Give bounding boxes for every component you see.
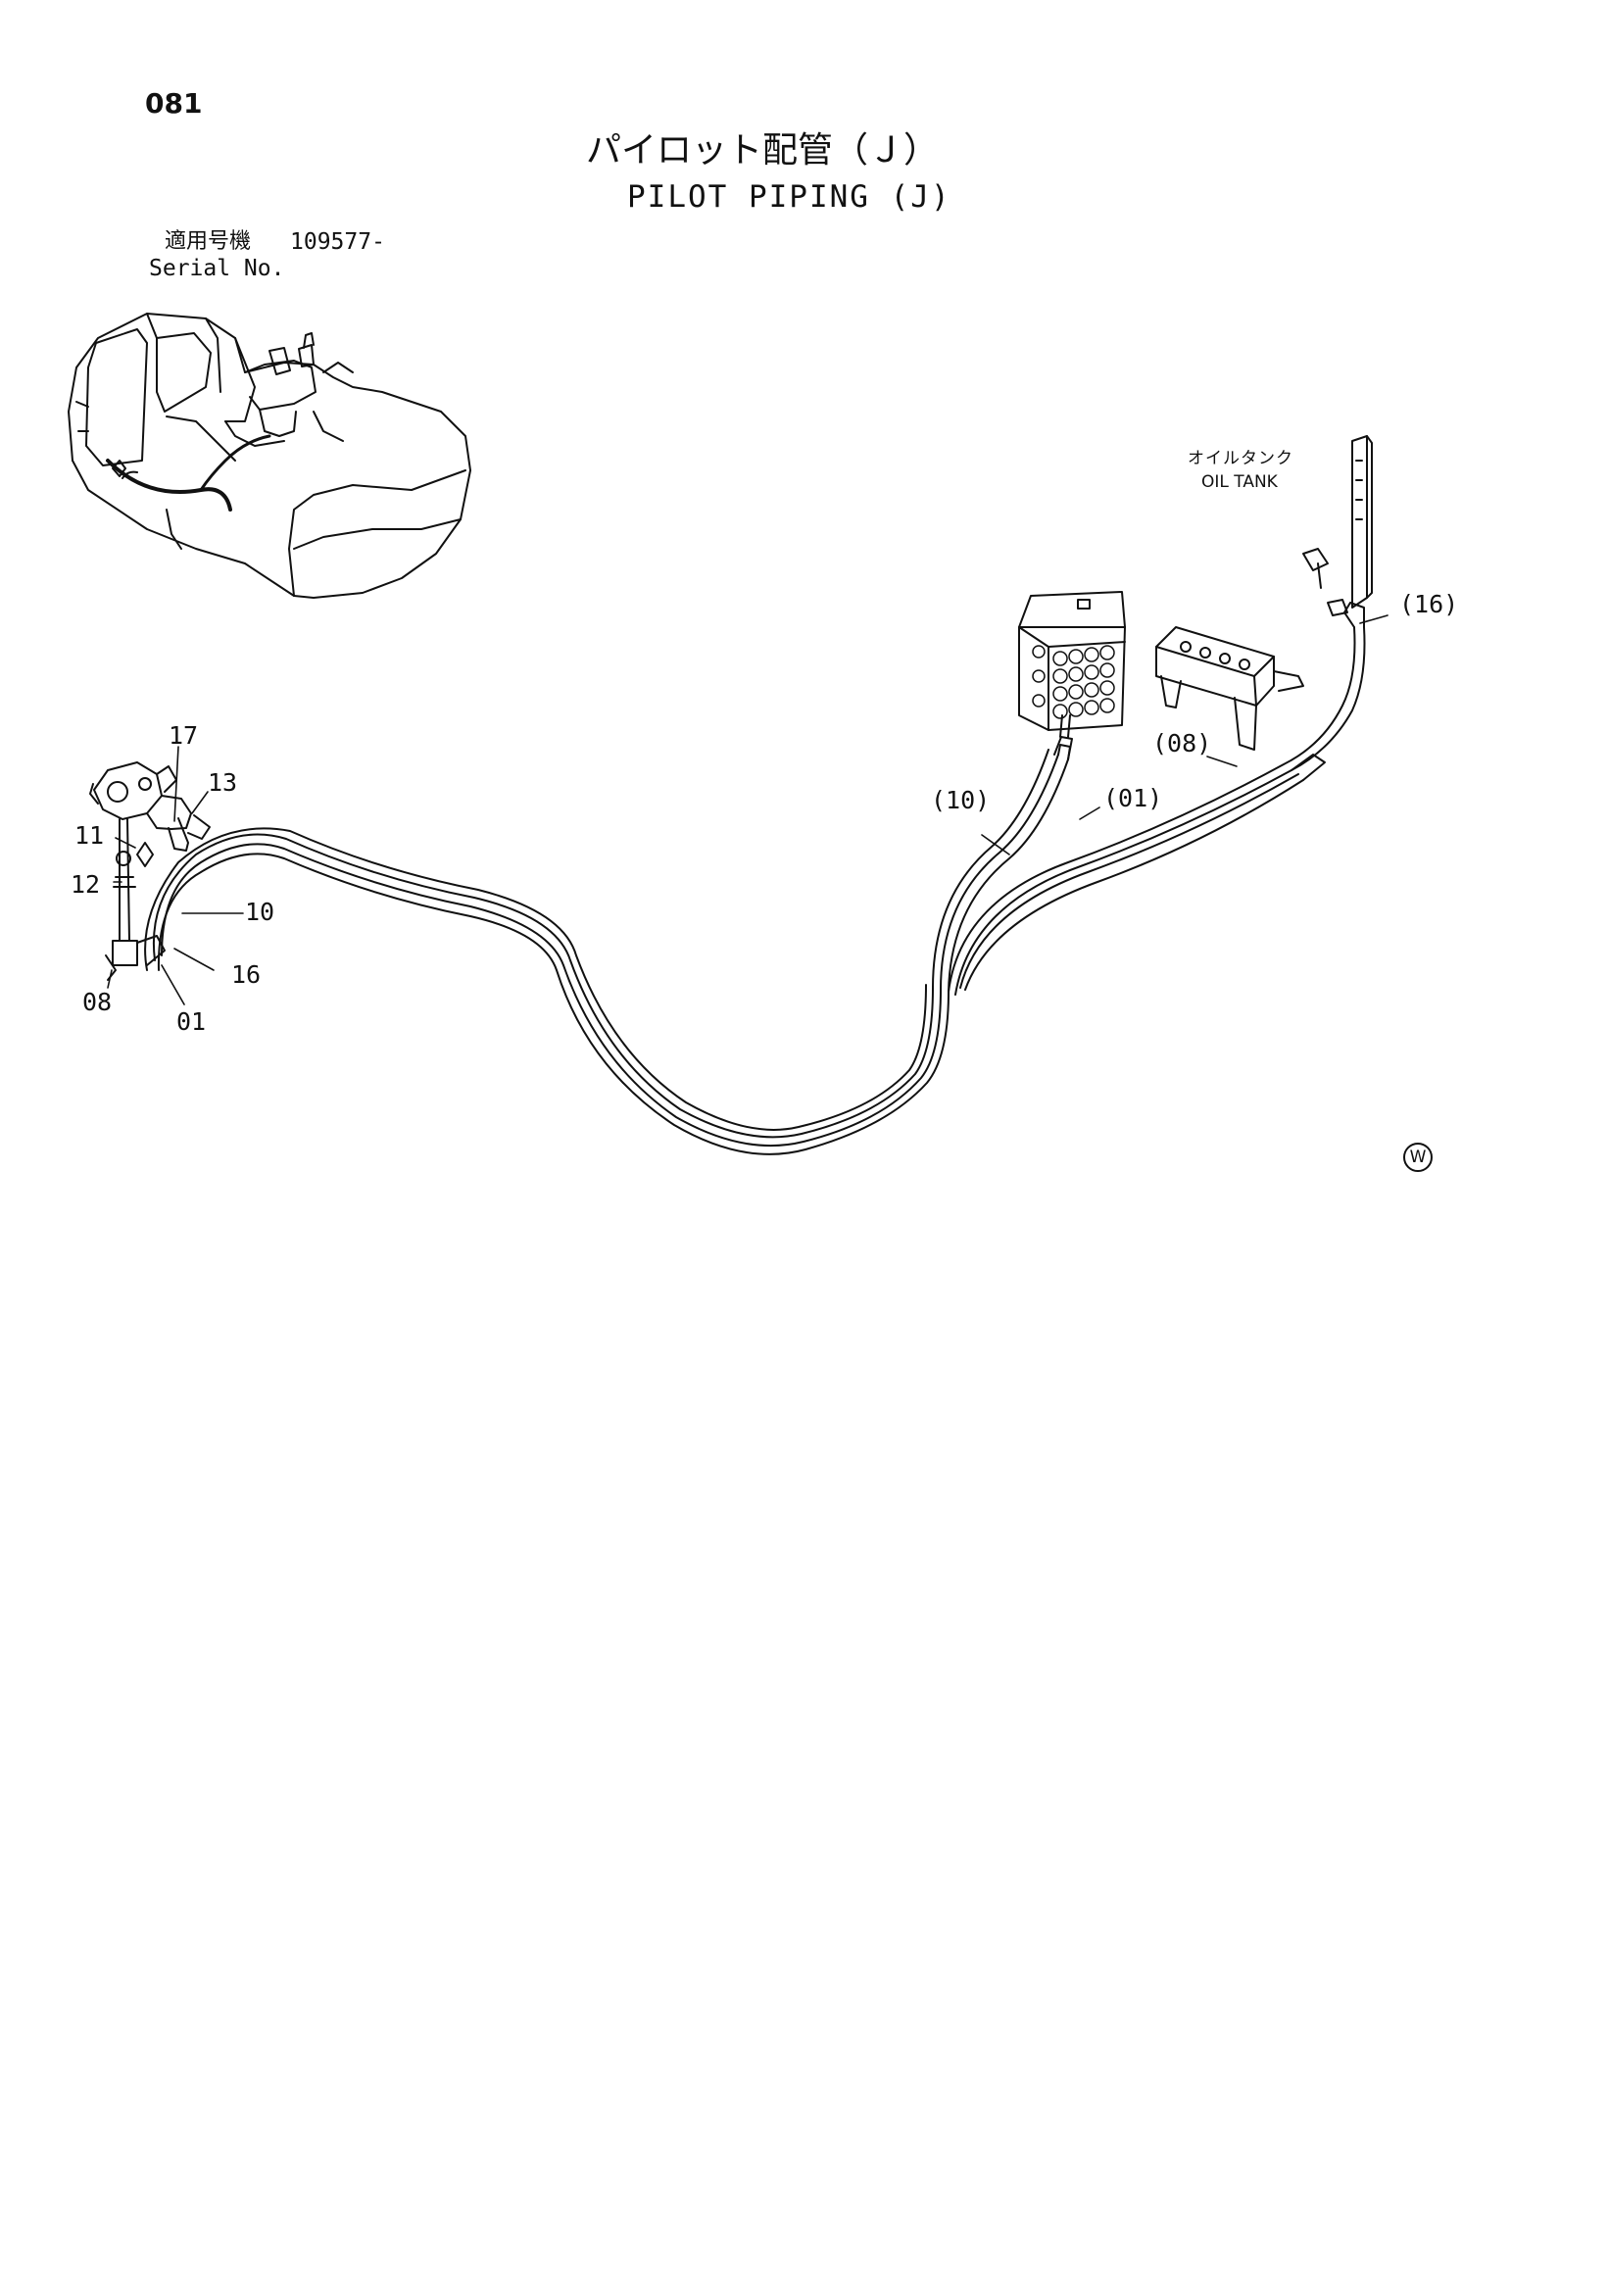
serial-number-value: 109577-	[290, 229, 385, 255]
excavator-overview-sketch	[68, 313, 471, 599]
callout-11: 11	[74, 821, 105, 850]
callout-p16: (16)	[1399, 590, 1459, 618]
callout-p08: (08)	[1152, 729, 1212, 757]
callout-10: 10	[245, 898, 275, 926]
oil-tank-sketch	[1302, 435, 1373, 616]
callout-13: 13	[208, 768, 238, 797]
callout-12: 12	[71, 870, 101, 899]
pilot-hose-bundle	[144, 602, 1366, 1155]
callout-08: 08	[82, 988, 113, 1016]
callout-17: 17	[169, 721, 199, 750]
callout-p10: (10)	[931, 786, 991, 814]
circled-w-symbol: W	[1403, 1143, 1433, 1172]
oil-tank-label-jp: オイルタンク	[1188, 449, 1293, 468]
valve-ports	[1032, 645, 1115, 719]
page-title-jp: パイロット配管（Ｊ）	[586, 130, 940, 171]
oil-tank-label-en: OIL TANK	[1201, 472, 1278, 492]
pilot-valve-assembly	[89, 761, 211, 981]
page-title-en: PILOT PIPING (J)	[627, 179, 951, 215]
bracket-manifold	[1155, 626, 1304, 751]
callout-16: 16	[231, 960, 262, 989]
serial-label-en: Serial No.	[149, 256, 285, 281]
leader-lines	[107, 614, 1389, 1005]
callout-01: 01	[176, 1007, 207, 1036]
serial-label-jp: 適用号機	[165, 229, 252, 254]
page-number: 081	[145, 87, 203, 120]
control-valve-block	[1018, 591, 1126, 731]
callout-p01: (01)	[1103, 784, 1163, 812]
